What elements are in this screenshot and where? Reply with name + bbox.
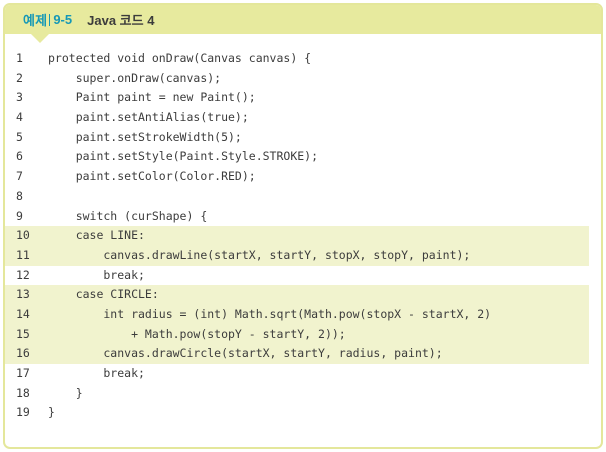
code-listing: 1 protected void onDraw(Canvas canvas) { 2… (5, 34, 601, 423)
line-number: 4 (16, 110, 23, 125)
example-code-box: 예제 9-5 Java 코드 4 1 protected void onDraw(… (3, 3, 603, 449)
code-line: 13 case CIRCLE: (5, 285, 589, 305)
line-text: super.onDraw(canvas); (48, 70, 222, 85)
line-text: paint.setStyle(Paint.Style.STROKE); (48, 149, 319, 164)
line-number: 1 (16, 51, 23, 65)
line-text: canvas.drawCircle(startX, startY, radius… (48, 346, 443, 361)
code-line: 8 (5, 187, 601, 207)
code-line: 15 + Math.pow(stopY - startY, 2)); (5, 324, 589, 345)
line-text: canvas.drawLine(startX, startY, stopX, s… (48, 247, 471, 262)
line-text: paint.setAntiAlias(true); (48, 110, 249, 125)
line-text: case LINE: (48, 228, 145, 243)
line-number: 10 (16, 228, 30, 243)
line-number: 13 (16, 287, 30, 302)
code-line: 7 paint.setColor(Color.RED); (5, 167, 601, 187)
example-badge: 예제 (23, 13, 48, 28)
code-line: 14 int radius = (int) Math.sqrt(Math.pow… (5, 304, 589, 325)
line-number: 18 (16, 385, 30, 400)
line-text: Paint paint = new Paint(); (48, 90, 256, 105)
example-title: Java 코드 4 (87, 13, 155, 28)
line-number: 3 (16, 90, 23, 105)
code-line: 3 Paint paint = new Paint(); (5, 88, 601, 108)
line-text: } (48, 385, 83, 400)
line-text: case CIRCLE: (48, 287, 159, 302)
line-number: 6 (16, 149, 23, 164)
line-number: 19 (16, 405, 30, 420)
code-line: 4 paint.setAntiAlias(true); (5, 108, 601, 128)
line-text: protected void onDraw(Canvas canvas) { (48, 51, 312, 65)
line-text: switch (curShape) { (48, 208, 208, 223)
code-line: 17 break; (5, 364, 601, 384)
line-text: int radius = (int) Math.sqrt(Math.pow(st… (48, 306, 492, 321)
code-line: 10 case LINE: (5, 226, 589, 246)
line-number: 7 (16, 169, 23, 184)
line-number: 16 (16, 346, 30, 361)
line-text: paint.setColor(Color.RED); (48, 169, 256, 184)
code-line: 9 switch (curShape) { (5, 207, 601, 227)
header-notch (31, 34, 49, 43)
line-number: 11 (16, 247, 30, 262)
code-line: 18 } (5, 384, 601, 404)
line-number: 8 (16, 188, 23, 203)
line-text: paint.setStrokeWidth(5); (48, 129, 242, 144)
line-number: 14 (16, 306, 30, 321)
code-line: 19} (5, 403, 601, 423)
code-line: 11 canvas.drawLine(startX, startY, stopX… (5, 245, 589, 266)
code-line: 2 super.onDraw(canvas); (5, 69, 601, 89)
line-number: 9 (16, 208, 23, 223)
code-line: 1 protected void onDraw(Canvas canvas) { (5, 49, 601, 69)
line-number: 12 (16, 267, 30, 282)
code-line: 12 break; (5, 266, 601, 286)
code-line: 16 canvas.drawCircle(startX, startY, rad… (5, 344, 589, 364)
example-number: 9-5 (53, 12, 73, 27)
code-lines-container: 1 protected void onDraw(Canvas canvas) { 2… (5, 49, 601, 423)
line-text: } (48, 405, 55, 420)
line-number: 15 (16, 326, 30, 341)
line-text: break; (48, 366, 145, 380)
example-header: 예제 9-5 Java 코드 4 (5, 5, 601, 34)
badge-separator (49, 13, 51, 26)
line-number: 5 (16, 129, 23, 144)
line-number: 2 (16, 70, 23, 85)
code-line: 5 paint.setStrokeWidth(5); (5, 128, 601, 148)
line-number: 17 (16, 366, 30, 380)
line-text: break; (48, 267, 145, 282)
code-line: 6 paint.setStyle(Paint.Style.STROKE); (5, 147, 601, 167)
line-text: + Math.pow(stopY - startY, 2)); (48, 326, 346, 341)
